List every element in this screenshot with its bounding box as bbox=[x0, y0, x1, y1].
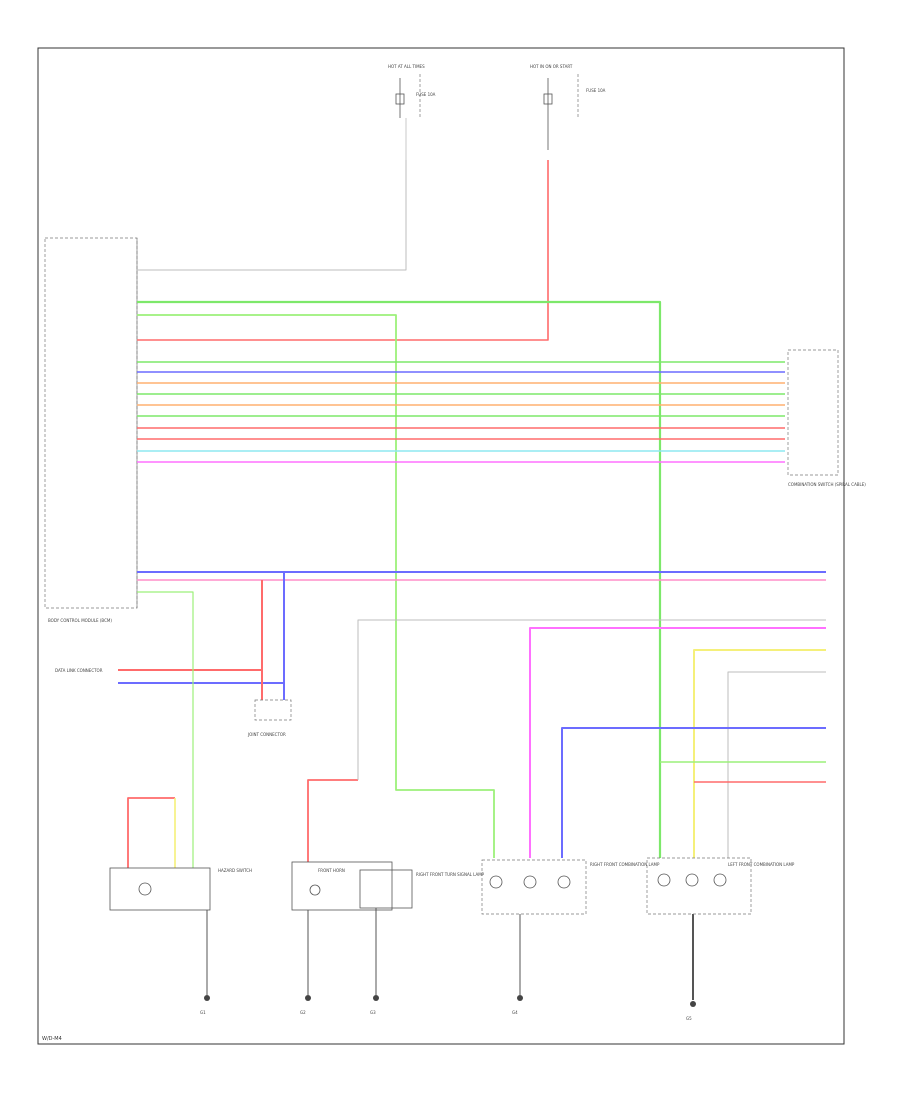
horn-label: FRONT HORN bbox=[318, 868, 345, 873]
wire-horn-red bbox=[307, 779, 358, 862]
wire-fuse-b-red bbox=[137, 160, 549, 341]
hazard-switch-label: HAZARD SWITCH bbox=[218, 868, 252, 873]
rf-combo-label: RIGHT FRONT COMBINATION LAMP bbox=[590, 862, 660, 867]
wire-gray-right bbox=[727, 671, 826, 858]
wire-rf-turn-gray bbox=[357, 619, 826, 780]
hazard-switch: HAZARD SWITCH bbox=[109, 867, 252, 911]
wire-blue-right bbox=[561, 727, 826, 858]
lf-combo: LEFT FRONT COMBINATION LAMP bbox=[646, 857, 795, 915]
fuse-b-title: HOT IN ON OR START bbox=[530, 64, 573, 69]
ground-label-4: G4 bbox=[512, 1010, 518, 1015]
wire-green-horn bbox=[137, 314, 495, 858]
wire-hazard-red bbox=[127, 797, 175, 868]
wire-magenta bbox=[529, 627, 826, 858]
rf-turn: RIGHT FRONT TURN SIGNAL LAMP bbox=[359, 869, 485, 909]
ground-label-1: G1 bbox=[200, 1010, 206, 1015]
wire-fuse-a-gray bbox=[137, 160, 407, 271]
wire-dlc-red bbox=[118, 580, 263, 671]
data-link-label: DATA LINK CONNECTOR bbox=[55, 668, 103, 673]
fuse-b-fuse: FUSE 10A bbox=[586, 88, 606, 93]
fuse-b: HOT IN ON OR START FUSE 10A bbox=[530, 64, 606, 150]
joint-connector: JOINT CONNECTOR bbox=[247, 699, 292, 737]
rf-combo: RIGHT FRONT COMBINATION LAMP bbox=[481, 859, 660, 915]
combination-switch-block bbox=[787, 349, 839, 476]
rf-turn-label: RIGHT FRONT TURN SIGNAL LAMP bbox=[416, 872, 485, 877]
lf-combo-label: LEFT FRONT COMBINATION LAMP bbox=[728, 862, 795, 867]
ground-label-5: G5 bbox=[686, 1016, 692, 1021]
bcm-block: BODY CONTROL MODULE (BCM) bbox=[44, 237, 138, 623]
ground-label-3: G3 bbox=[370, 1010, 376, 1015]
wire-hazard-green bbox=[137, 591, 194, 868]
joint-connector-label: JOINT CONNECTOR bbox=[247, 732, 286, 737]
fuse-a-title: HOT AT ALL TIMES bbox=[388, 64, 425, 69]
ground-label-2: G2 bbox=[300, 1010, 306, 1015]
fuse-a-fuse: FUSE 10A bbox=[416, 92, 436, 97]
diagram-frame bbox=[37, 47, 845, 1045]
page-code: W/D-M4 bbox=[42, 1036, 62, 1042]
wire-dlc-blue bbox=[118, 572, 285, 684]
horn: FRONT HORN bbox=[291, 861, 393, 911]
combination-switch-label: COMBINATION SWITCH (SPIRAL CABLE) bbox=[788, 482, 866, 487]
grounds: G1 G2 G3 G4 G5 bbox=[200, 995, 696, 1021]
wire-green-top bbox=[137, 300, 662, 858]
wire-group bbox=[118, 160, 826, 1000]
fuse-a: HOT AT ALL TIMES FUSE 10A bbox=[388, 64, 436, 270]
wire-yellow bbox=[693, 649, 826, 858]
bcm-label: BODY CONTROL MODULE (BCM) bbox=[48, 618, 112, 623]
